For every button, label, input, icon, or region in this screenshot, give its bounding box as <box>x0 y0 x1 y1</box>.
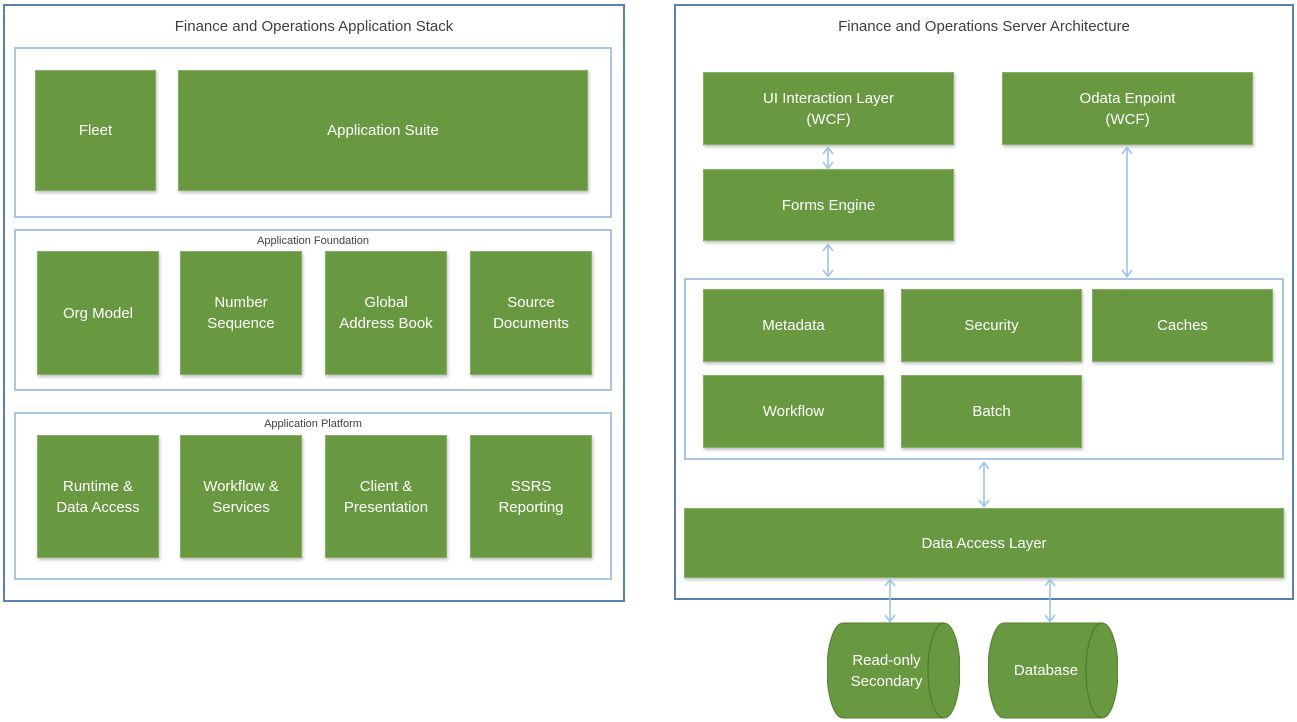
double-arrow-odata-engine-icon <box>1121 146 1133 278</box>
source-documents-box: Source Documents <box>470 251 592 375</box>
odata-endpoint-box: Odata Enpoint (WCF) <box>1002 72 1253 145</box>
server-architecture-title: Finance and Operations Server Architectu… <box>838 18 1130 35</box>
readonly-secondary-label: Read-only Secondary <box>850 651 923 690</box>
org-model-box: Org Model <box>37 251 159 375</box>
suite-section: Fleet Application Suite <box>14 47 612 218</box>
forms-engine-box: Forms Engine <box>703 169 954 241</box>
double-arrow-ui-forms-icon <box>822 146 834 170</box>
readonly-secondary-cylinder: Read-only Secondary <box>826 622 961 719</box>
caches-box: Caches <box>1092 289 1273 362</box>
server-architecture-panel: Finance and Operations Server Architectu… <box>674 4 1294 600</box>
fleet-box: Fleet <box>35 70 156 191</box>
batch-box: Batch <box>901 375 1082 448</box>
cylinder-icon <box>826 622 961 719</box>
ssrs-reporting-box: SSRS Reporting <box>470 435 592 558</box>
cylinder-icon <box>987 622 1119 719</box>
workflow-box: Workflow <box>703 375 884 448</box>
ui-interaction-layer-box: UI Interaction Layer (WCF) <box>703 72 954 145</box>
application-stack-title: Finance and Operations Application Stack <box>174 18 454 35</box>
application-suite-box: Application Suite <box>178 70 588 191</box>
double-arrow-dal-database-icon <box>1044 578 1056 623</box>
metadata-box: Metadata <box>703 289 884 362</box>
database-label: Database <box>1013 662 1079 679</box>
double-arrow-dal-readonly-icon <box>884 578 896 623</box>
application-platform-section: Application Platform Runtime & Data Acce… <box>14 412 612 580</box>
application-platform-title: Application Platform <box>264 418 362 430</box>
application-stack-panel: Finance and Operations Application Stack… <box>3 4 625 602</box>
workflow-services-box: Workflow & Services <box>180 435 302 558</box>
security-box: Security <box>901 289 1082 362</box>
application-foundation-title: Application Foundation <box>257 235 369 247</box>
double-arrow-engine-dal-icon <box>978 461 990 508</box>
double-arrow-forms-engine-icon <box>822 243 834 278</box>
number-sequence-box: Number Sequence <box>180 251 302 375</box>
global-address-book-box: Global Address Book <box>325 251 447 375</box>
application-foundation-section: Application Foundation Org Model Number … <box>14 229 612 391</box>
data-access-layer-box: Data Access Layer <box>684 508 1284 578</box>
database-cylinder: Database <box>987 622 1119 719</box>
runtime-data-access-box: Runtime & Data Access <box>37 435 159 558</box>
client-presentation-box: Client & Presentation <box>325 435 447 558</box>
engine-components-container: Metadata Security Caches Workflow Batch <box>684 278 1284 460</box>
